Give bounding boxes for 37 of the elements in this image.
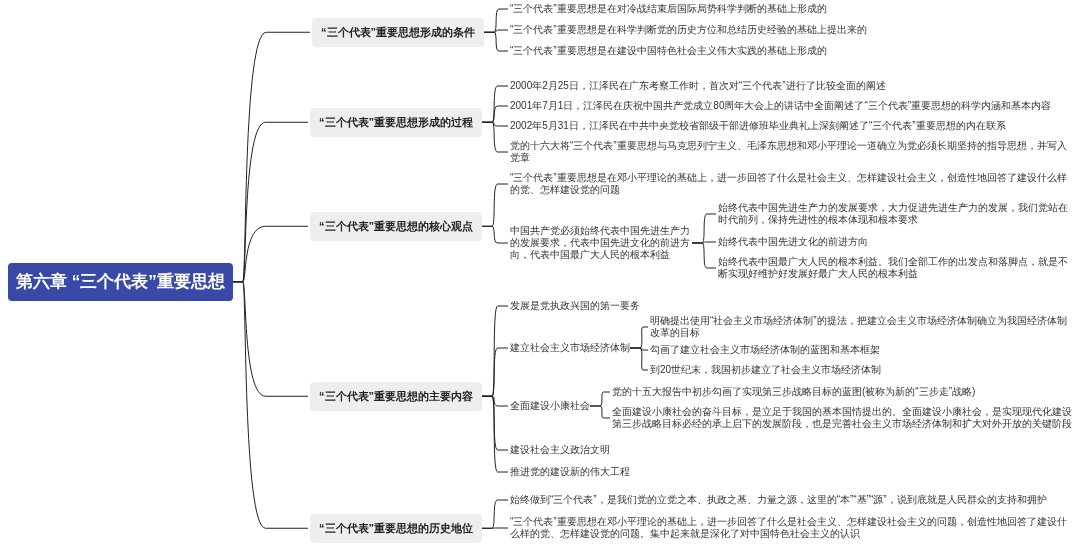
branch-topic-box: “三个代表”重要思想形成的过程	[310, 108, 482, 137]
branch-topic-box: “三个代表”重要思想的核心观点	[310, 212, 482, 241]
topic-text: 2001年7月1日，江泽民在庆祝中国共产党成立80周年大会上的讲话中全面阐述了“三个代表”重要思想的科学内涵和基本内容	[510, 100, 1052, 112]
branch-topic-box: “三个代表”重要思想的历史地位	[310, 514, 482, 543]
topic-text: 全面建设小康社会	[510, 400, 590, 412]
topic-text: 中国共产党必须始终代表中国先进生产力的发展要求，代表中国先进文化的前进方向，代表中国最广大人民的根本利益	[510, 225, 692, 261]
topic-text: 明确提出使用“社会主义市场经济体制”的提法，把建立会主义市场经济体制确立为我国经济体制改革的目标	[650, 315, 1076, 339]
topic-text: “三个代表”重要思想是在邓小平理论的基础上，进一步回答了什么是社会主义、怎样建设社会主义，创造性地回答了建设什么样的党、怎样建设党的问题	[510, 172, 1070, 196]
topic-text: 党的十六大将“三个代表”重要思想与马克思列宁主义、毛泽东思想和邓小平理论一道确立为党必须长期坚持的指导思想，并写入党章	[510, 140, 1075, 164]
topic-text: 发展是党执政兴国的第一要务	[510, 300, 640, 312]
branch-topic-box: “三个代表”重要思想形成的条件	[312, 18, 484, 47]
topic-text: 建立社会主义市场经济体制	[510, 342, 630, 354]
connector-line	[481, 395, 509, 473]
topic-text: 始终代表中国先进文化的前进方向	[718, 236, 868, 248]
connector-line	[629, 347, 649, 371]
connector-line	[481, 527, 509, 529]
topic-text: 2000年2月25日，江泽民在广东考察工作时，首次对“三个代表”进行了比较全面的阐述	[510, 80, 886, 92]
topic-text: 始终代表中国先进生产力的发展要求，大力促进先进生产力的发展，我们党站在时代前列，保持先进性的根本体现和根本要求	[718, 202, 1068, 226]
branch-topic-box: “三个代表”重要思想的主要内容	[310, 382, 482, 411]
topic-text: “三个代表”重要思想是在对冷战结束后国际局势科学判断的基础上形成的	[510, 3, 827, 15]
topic-text: “三个代表”重要思想是在建设中国特色社会主义伟大实践的基础上形成的	[510, 45, 827, 57]
topic-text: 建设社会主义政治文明	[510, 444, 610, 456]
topic-text: 始终做到“三个代表”，是我们党的立党之本、执政之基、力量之源，这里的“本”“基”“源”，说到底就是人民群众的支持和拥护	[510, 494, 1047, 506]
topic-text: 推进党的建设新的伟大工程	[510, 466, 630, 478]
connector-line	[232, 281, 309, 529]
topic-text: 党的十五大报告中初步勾画了实现第三步战略目标的蓝图(被称为新的“三步走”战略)	[612, 386, 976, 398]
topic-text: 2002年5月31日，江泽民在中共中央党校省部级干部进修班毕业典礼上深刻阐述了“三个代表”重要思想的内在联系	[510, 120, 1006, 132]
topic-text: “三个代表”重要思想在邓小平理论的基础上，进一步回答了什么是社会主义、怎样建设社会主义的问题，创造性地回答了建设什么样的党、怎样建设党的问题。集中起来就是深化了对中国特色社会主义的认识	[510, 516, 1075, 540]
connector-line	[481, 225, 509, 244]
root-topic-box: 第六章 “三个代表”重要思想	[8, 263, 233, 301]
topic-text: 始终代表中国最广大人民的根本利益。我们全部工作的出发点和落脚点，就是不断实现好维护好发展好最广大人民的根本利益	[718, 256, 1068, 280]
topic-text: 勾画了建立社会主义市场经济体制的蓝图和基本框架	[650, 344, 880, 356]
connector-line	[589, 405, 611, 419]
connector-line	[483, 31, 509, 52]
topic-text: 全面建设小康社会的奋斗目标，是立足于我国的基本国情提出的。全面建设小康社会，是实现现代化建设第三步战略目标必经的承上启下的发展阶段，也是完善社会主义市场经济体制和扩大对外开放的关键阶段	[612, 406, 1074, 430]
topic-text: 到20世纪末，我国初步建立了社会主义市场经济体制	[650, 364, 882, 376]
topic-text: “三个代表”重要思想是在科学判断党的历史方位和总结历史经验的基础上提出来的	[510, 24, 867, 36]
